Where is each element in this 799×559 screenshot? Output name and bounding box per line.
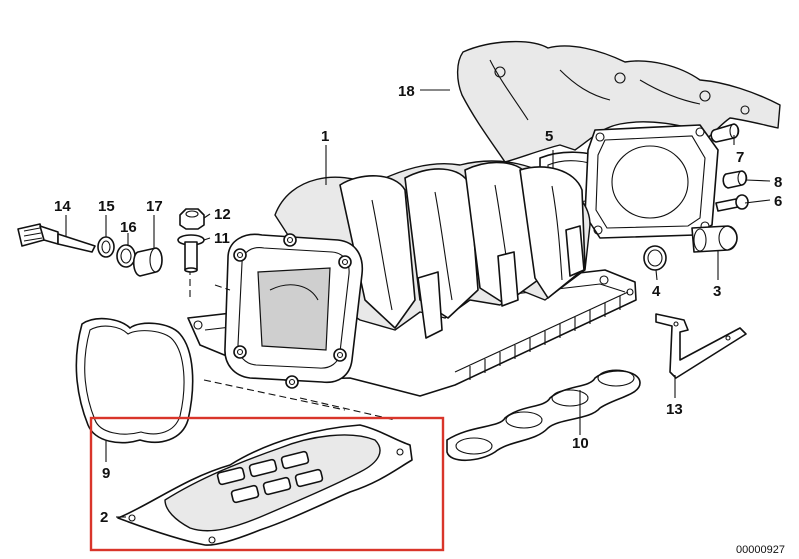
callout-10: 10 [572, 435, 589, 452]
part-2-cover-plate [117, 424, 413, 546]
assembly-lines [189, 268, 396, 421]
part-16-washer [116, 244, 136, 268]
part-9-gasket [75, 317, 194, 444]
leader-lines [65, 89, 771, 518]
callout-15: 15 [98, 198, 115, 215]
callout-18: 18 [398, 83, 415, 100]
part-13-bracket [655, 313, 747, 379]
part-6-screw [715, 194, 749, 212]
callout-13: 13 [666, 401, 683, 418]
part-3-valve [691, 225, 738, 253]
callout-17: 17 [146, 198, 163, 215]
callout-5: 5 [545, 128, 553, 145]
part-4-o-ring [643, 245, 667, 271]
callout-14: 14 [54, 198, 71, 215]
part-17-sleeve [132, 247, 163, 277]
reference-number: 00000927 [736, 544, 785, 556]
callout-9: 9 [102, 465, 110, 482]
part-8-sleeve [722, 170, 748, 189]
callout-12: 12 [214, 206, 231, 223]
part-15-washer [97, 236, 115, 258]
callout-2: 2 [100, 509, 108, 526]
callout-7: 7 [736, 149, 744, 166]
callout-16: 16 [120, 219, 137, 236]
part-12-nut [179, 208, 205, 230]
callout-11: 11 [214, 230, 230, 247]
callout-6: 6 [774, 193, 782, 210]
callout-4: 4 [652, 283, 661, 300]
part-14-sensor [17, 223, 96, 253]
part-1-intake-manifold [187, 160, 637, 397]
callout-1: 1 [321, 128, 329, 145]
part-11-bolt [177, 234, 205, 273]
throttle-body [584, 124, 719, 239]
part-10-gasket-strip [446, 369, 641, 462]
callout-8: 8 [774, 174, 782, 191]
callout-labels: 18 1 5 7 8 6 3 4 12 11 14 15 16 17 9 10 … [54, 83, 782, 526]
highlight-frame [89, 416, 445, 552]
callout-3: 3 [713, 283, 721, 300]
